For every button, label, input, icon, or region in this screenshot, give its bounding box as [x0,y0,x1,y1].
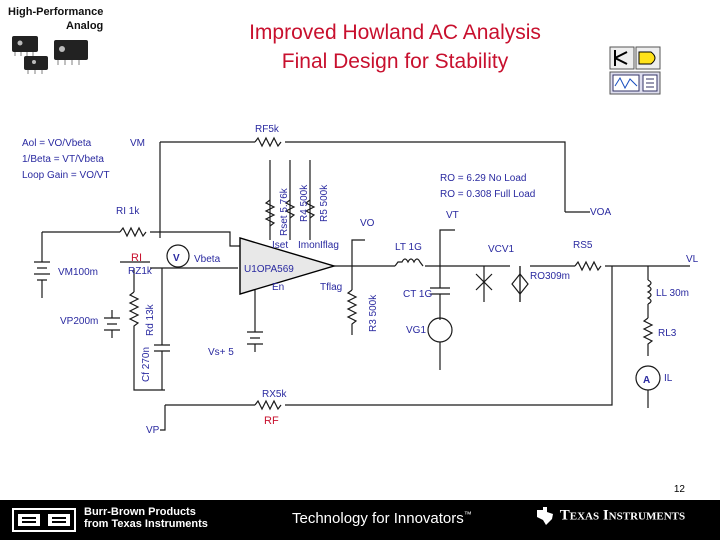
ti-state-icon [537,507,553,525]
label-lt: LT 1G [395,242,422,253]
label-ll: LL 30m [656,288,689,299]
bb-text: Burr-Brown Products from Texas Instrumen… [84,506,208,530]
label-ri-red: RI [131,252,142,264]
label-il: IL [664,373,673,384]
opamp-u1 [239,237,337,295]
bb-line1: Burr-Brown Products [84,506,196,518]
label-rf-red: RF [264,415,279,427]
bb-icon [14,510,74,530]
label-iflag: Iflag [320,240,339,251]
page-number: 12 [673,484,685,495]
label-rz: RZ1k [128,266,153,277]
rx-resistor [254,399,282,411]
tagline-text: Technology for Innovators [292,510,464,527]
footer-bar [0,500,720,540]
chip-icon [12,36,88,74]
note-aol: Aol = VO/Vbeta [22,138,92,149]
note-ro-fullload: RO = 0.308 Full Load [440,189,535,200]
simulator-icons[interactable] [609,46,661,96]
label-r4: R4 500k [299,184,310,222]
label-vo: VO [360,218,375,229]
texas-instruments-logo: Texas Instruments [534,506,685,526]
ll-inductor [646,279,652,305]
note-loop-gain: Loop Gain = VO/VT [22,170,110,181]
slide-title: Improved Howland AC Analysis Final Desig… [190,18,600,76]
logo-line2: Analog [66,20,104,32]
label-tflag: Tflag [320,282,342,293]
label-vbeta: Vbeta [194,254,221,265]
ti-name: Texas Instruments [559,507,686,524]
high-performance-analog-logo: High-Performance Analog [4,4,114,82]
tagline: Technology for Innovators™ [292,510,472,527]
label-ro: RO309m [530,271,570,282]
bb-line2: from Texas Instruments [84,518,208,530]
rf-resistor [254,136,282,148]
title-line2: Final Design for Stability [281,50,509,73]
r4-resistor [284,199,296,219]
label-rf: RF5k [255,124,280,135]
trademark-mark: ™ [463,510,472,519]
ri-resistor [119,226,147,238]
v-meter-label: V [173,253,180,264]
label-cf: Cf 270n [141,347,152,382]
schematic-wires [34,136,690,431]
label-vm100m: VM100m [58,267,98,278]
label-u1: U1OPA569 [244,264,294,275]
title-line1: Improved Howland AC Analysis [249,21,541,44]
label-vm: VM [130,138,145,149]
label-rx: RX5k [262,389,287,400]
lt-inductor [394,258,424,267]
rs-resistor [574,260,602,272]
note-beta: 1/Beta = VT/Vbeta [22,154,104,165]
label-rl: RL3 [658,328,677,339]
logo-line1: High-Performance [8,6,104,18]
r5-resistor [304,199,316,219]
label-voa: VOA [590,207,611,218]
rset-resistor [264,199,276,227]
label-ct: CT 1G [403,289,432,300]
note-ro-noload: RO = 6.29 No Load [440,173,526,184]
label-imon: Imon [298,240,320,251]
label-ri: RI 1k [116,206,140,217]
label-rset: Rset 5.76k [279,187,290,236]
label-vcv1: VCV1 [488,244,515,255]
label-vl: VL [686,254,699,265]
label-r3: R3 500k [368,294,379,332]
label-rd: Rd 13k [145,303,156,336]
label-rs: RS5 [573,240,593,251]
label-vp: VP [146,425,160,436]
label-vg1: VG1 [406,325,426,336]
label-en: En [272,282,284,293]
label-iset: Iset [272,240,288,251]
a-meter-label: A [643,375,650,386]
label-vt: VT [446,210,459,221]
label-r5: R5 500k [319,184,330,222]
label-vs: Vs+ 5 [208,347,234,358]
burr-brown-logo [12,508,76,532]
label-vp200m: VP200m [60,316,98,327]
